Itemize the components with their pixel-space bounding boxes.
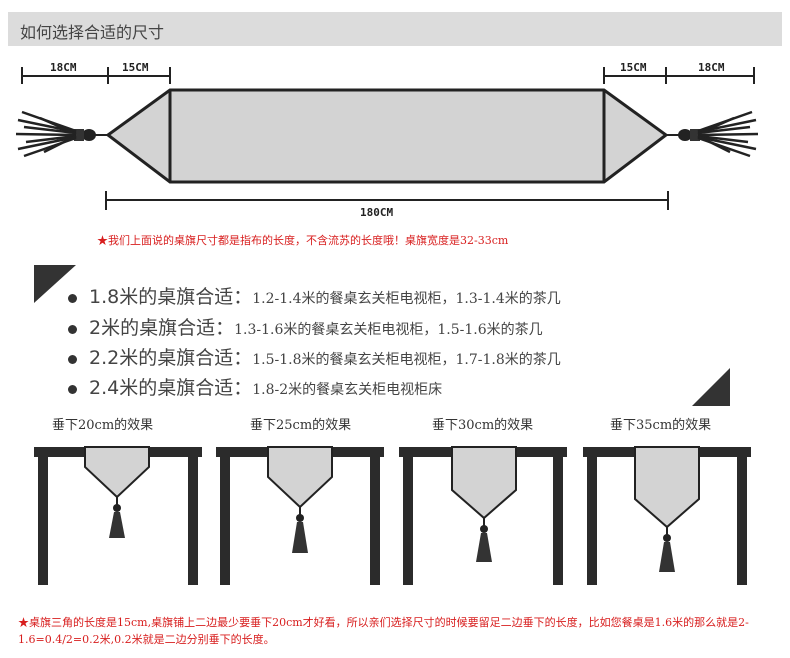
star-icon: ★	[18, 616, 29, 629]
corner-triangle-bottom-right	[692, 368, 730, 406]
table-drop-30	[399, 446, 567, 585]
spec-detail: 1.5-1.8米的餐桌玄关柜电视柜，1.7-1.8米的茶几	[252, 352, 561, 368]
spec-heading: 2.4米的桌旗合适：	[89, 377, 253, 399]
table-drop-35	[583, 446, 751, 585]
drop-label-25: 垂下25cm的效果	[250, 418, 352, 433]
section-title: 如何选择合适的尺寸	[20, 23, 165, 42]
drop-label-20: 垂下20cm的效果	[52, 418, 154, 433]
spec-item: 2.2米的桌旗合适：1.5-1.8米的餐桌玄关柜电视柜，1.7-1.8米的茶几	[68, 343, 561, 370]
length-note-text: 我们上面说的桌旗尺寸都是指布的长度，不含流苏的长度哦！桌旗宽度是32-33cm	[108, 234, 509, 247]
spec-detail: 1.8-2米的餐桌玄关柜电视柜床	[252, 382, 443, 398]
right-tassel-icon	[666, 110, 759, 158]
bullet-icon	[68, 325, 77, 334]
bullet-icon	[68, 355, 77, 364]
table-drop-20	[34, 446, 202, 585]
spec-detail: 1.2-1.4米的餐桌玄关柜电视柜，1.3-1.4米的茶几	[252, 291, 561, 307]
footer-note: ★桌旗三角的长度是15cm,桌旗铺上二边最少要垂下20cm才好看，所以亲们选择尺…	[18, 614, 788, 648]
bullet-icon	[68, 294, 77, 303]
spec-item: 1.8米的桌旗合适：1.2-1.4米的餐桌玄关柜电视柜，1.3-1.4米的茶几	[68, 282, 561, 309]
drop-label-35: 垂下35cm的效果	[610, 418, 712, 433]
spec-detail: 1.3-1.6米的餐桌玄关柜电视柜，1.5-1.6米的茶几	[234, 322, 543, 338]
spec-heading: 2米的桌旗合适：	[89, 317, 235, 339]
right-tassel-measure: 18CM	[698, 61, 725, 74]
spec-heading: 1.8米的桌旗合适：	[89, 286, 253, 308]
bullet-icon	[68, 385, 77, 394]
length-note: ★我们上面说的桌旗尺寸都是指布的长度，不含流苏的长度哦！桌旗宽度是32-33cm	[97, 232, 508, 248]
left-triangle-measure: 15CM	[122, 61, 149, 74]
spec-item: 2.4米的桌旗合适：1.8-2米的餐桌玄关柜电视柜床	[68, 373, 442, 400]
spec-item: 2米的桌旗合适：1.3-1.6米的餐桌玄关柜电视柜，1.5-1.6米的茶几	[68, 313, 543, 340]
right-triangle-measure: 15CM	[620, 61, 647, 74]
total-measure: 180CM	[360, 206, 393, 219]
drop-label-30: 垂下30cm的效果	[432, 418, 534, 433]
star-icon: ★	[97, 234, 108, 247]
left-tassel-measure: 18CM	[50, 61, 77, 74]
section-header: 如何选择合适的尺寸	[8, 12, 782, 46]
footer-note-text: 桌旗三角的长度是15cm,桌旗铺上二边最少要垂下20cm才好看，所以亲们选择尺寸…	[18, 616, 749, 646]
corner-triangle-top-left	[34, 265, 76, 303]
table-drop-25	[216, 446, 384, 585]
left-tassel-icon	[15, 110, 108, 158]
table-runner	[105, 88, 669, 184]
spec-heading: 2.2米的桌旗合适：	[89, 347, 253, 369]
